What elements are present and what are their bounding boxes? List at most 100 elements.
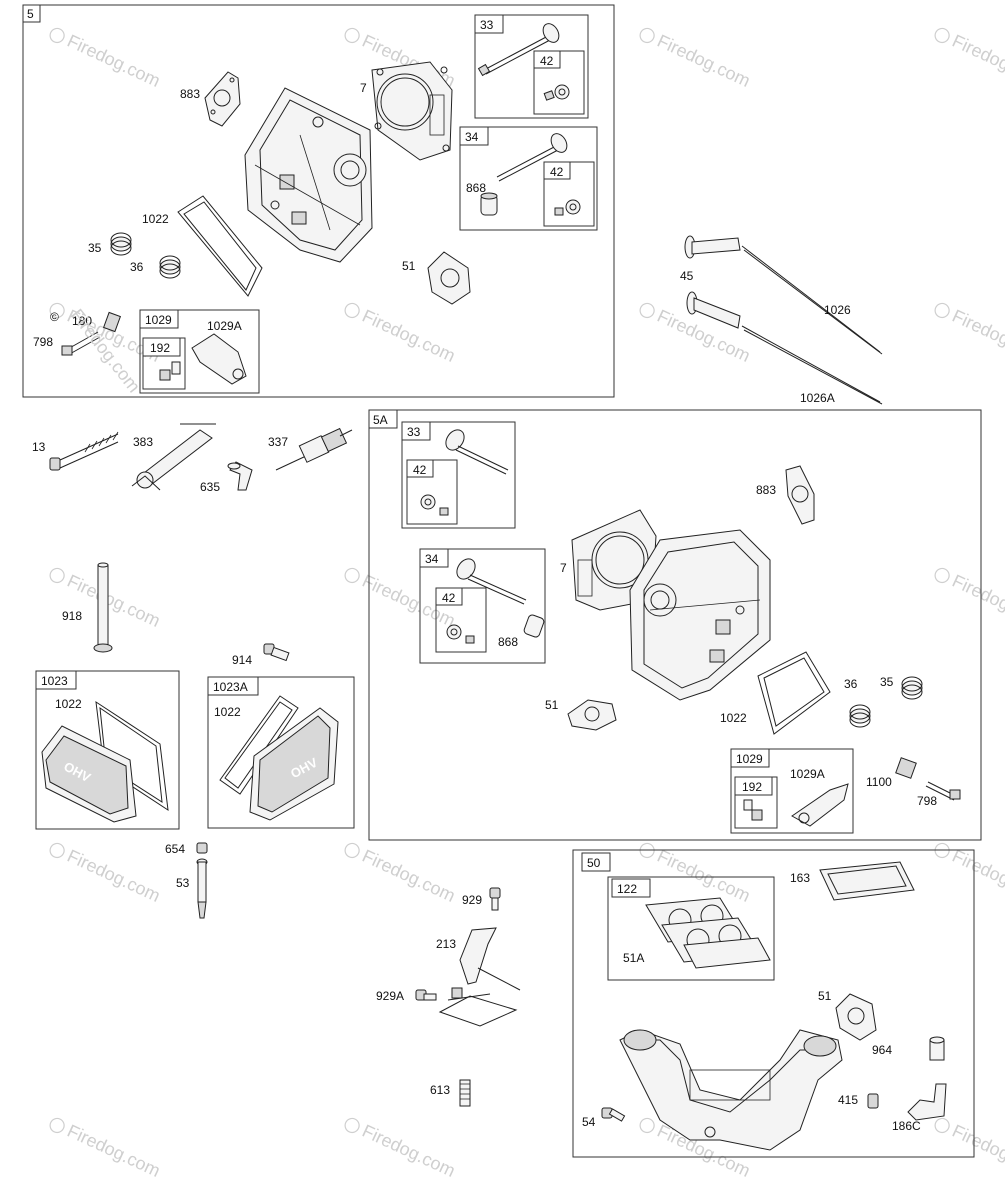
callout-613: 613 bbox=[430, 1083, 450, 1097]
watermark: Firedog.com bbox=[64, 1121, 163, 1181]
callout-383: 383 bbox=[133, 435, 153, 449]
callout-1022: 1022 bbox=[142, 212, 169, 226]
callout-654: 654 bbox=[165, 842, 185, 856]
group-34-frame bbox=[459, 126, 598, 231]
callout-798: 798 bbox=[33, 335, 53, 349]
valve-spring-icon bbox=[849, 704, 871, 728]
elbow-hose-icon bbox=[227, 461, 253, 491]
callout-1022: 1022 bbox=[214, 705, 241, 719]
group-34-label: 34 bbox=[425, 552, 439, 566]
dipstick-tube-icon bbox=[93, 562, 113, 653]
group-33-frame bbox=[474, 14, 589, 119]
screw-icon bbox=[601, 1107, 626, 1122]
rocker-stud-icon bbox=[61, 311, 122, 356]
cylinder-head-icon bbox=[244, 87, 373, 263]
valve-keeper-icon bbox=[420, 494, 449, 516]
watermark: Firedog.com bbox=[949, 1121, 1005, 1181]
callout-868: 868 bbox=[466, 181, 486, 195]
callout-1026: 1026 bbox=[824, 303, 851, 317]
nut-icon bbox=[159, 361, 181, 381]
group-42-label: 42 bbox=[413, 463, 427, 477]
callout-7: 7 bbox=[360, 81, 367, 95]
watermark: Firedog.com bbox=[949, 846, 1005, 906]
watermark: Firedog.com bbox=[654, 306, 753, 366]
callout-54: 54 bbox=[582, 1115, 596, 1129]
valve-icon bbox=[496, 133, 568, 182]
group-50-label: 50 bbox=[587, 856, 601, 870]
callout-1026a: 1026A bbox=[800, 391, 835, 405]
rocker-arm-icon bbox=[791, 783, 849, 827]
callout-35: 35 bbox=[88, 241, 102, 255]
callout-1029a: 1029A bbox=[790, 767, 825, 781]
callout-51: 51 bbox=[545, 698, 559, 712]
group-50-manifold: 50 122 51A 163 51 96 bbox=[572, 849, 975, 1158]
group-33-frame bbox=[401, 421, 516, 529]
pushrod-icon bbox=[741, 245, 883, 405]
callout-868: 868 bbox=[498, 635, 518, 649]
exhaust-gasket-icon bbox=[204, 71, 241, 127]
spark-plug-icon bbox=[275, 427, 353, 471]
exhaust-gasket-icon bbox=[785, 465, 815, 525]
group-1023a-frame bbox=[207, 676, 355, 829]
group-1029-frame bbox=[139, 309, 260, 394]
screw-icon bbox=[489, 887, 501, 911]
intake-manifold-icon bbox=[619, 1029, 843, 1151]
group-1023-rocker-cover: 1023 1022 OHV bbox=[35, 670, 180, 830]
valve-guide-icon bbox=[480, 192, 498, 216]
callout-53: 53 bbox=[176, 876, 190, 890]
intake-gasket-icon bbox=[835, 993, 877, 1041]
callout-45: 45 bbox=[680, 269, 694, 283]
group-42-label: 42 bbox=[550, 165, 564, 179]
grommet-icon bbox=[196, 842, 208, 854]
watermark: Firedog.com bbox=[64, 846, 163, 906]
callout-36: 36 bbox=[844, 677, 858, 691]
callout-337: 337 bbox=[268, 435, 288, 449]
group-34-label: 34 bbox=[465, 130, 479, 144]
sleeve-icon bbox=[929, 1036, 945, 1061]
watermark: Firedog.com bbox=[654, 846, 753, 906]
callout-1022: 1022 bbox=[720, 711, 747, 725]
rocker-arm-icon bbox=[191, 333, 247, 385]
watermark: Firedog.com bbox=[654, 31, 753, 91]
callout-914: 914 bbox=[232, 653, 252, 667]
nut-icon bbox=[743, 799, 763, 821]
valve-guide-icon bbox=[523, 614, 545, 638]
governor-parts: 929 213 929A 613 bbox=[376, 887, 521, 1107]
group-5a-label: 5A bbox=[373, 413, 388, 427]
governor-bracket-icon bbox=[438, 927, 521, 1027]
callout-51: 51 bbox=[818, 989, 832, 1003]
intake-gasket-icon bbox=[427, 251, 471, 305]
callout-635: 635 bbox=[200, 480, 220, 494]
valve-spring-icon bbox=[110, 232, 132, 256]
callout-929: 929 bbox=[462, 893, 482, 907]
intake-gasket-set-icon bbox=[645, 897, 771, 969]
watermark: Firedog.com bbox=[64, 31, 163, 91]
breather-tube-icon bbox=[131, 423, 216, 491]
screw-icon bbox=[263, 643, 290, 662]
watermark: Firedog.com bbox=[949, 31, 1005, 91]
tappet-icon bbox=[684, 235, 741, 329]
rocker-cover-gasket-icon bbox=[757, 651, 831, 735]
watermark: Firedog.com bbox=[359, 306, 458, 366]
watermark: Firedog.com bbox=[359, 846, 458, 906]
callout-1100: 1100 bbox=[866, 775, 892, 789]
callout-7: 7 bbox=[560, 561, 567, 575]
callout-35: 35 bbox=[880, 675, 894, 689]
head-gasket-icon bbox=[371, 61, 453, 161]
callout-415: 415 bbox=[838, 1093, 858, 1107]
group-1023-label: 1023 bbox=[41, 674, 68, 688]
copyright-symbol: © bbox=[50, 310, 59, 324]
group-5-tag bbox=[22, 4, 41, 23]
callout-213: 213 bbox=[436, 937, 456, 951]
group-192-label: 192 bbox=[742, 780, 762, 794]
elbow-fitting-icon bbox=[907, 1083, 947, 1121]
callout-883: 883 bbox=[756, 483, 776, 497]
head-bolt-icon bbox=[49, 431, 119, 471]
rocker-cover-icon: OHV bbox=[249, 707, 339, 821]
cylinder-head-icon bbox=[629, 529, 771, 701]
manifold-gasket-icon bbox=[819, 861, 915, 901]
callout-51a: 51A bbox=[623, 951, 644, 965]
watermark: Firedog.com bbox=[949, 571, 1005, 631]
intake-gasket-icon bbox=[567, 699, 617, 731]
